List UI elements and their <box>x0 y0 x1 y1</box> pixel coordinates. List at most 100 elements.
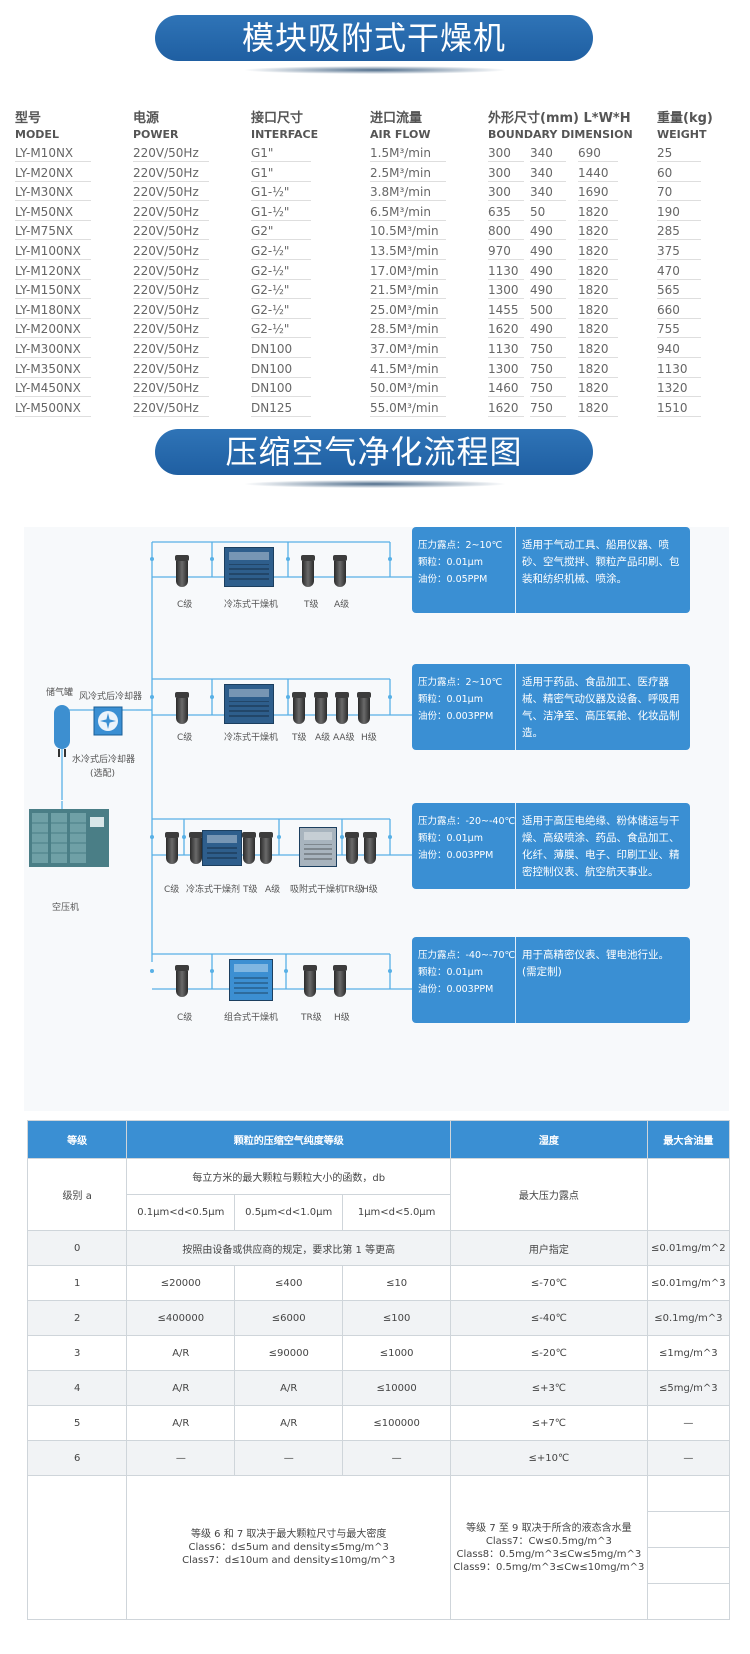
column-header-en: MODEL <box>15 128 59 141</box>
header-grade: 等级 <box>26 1120 128 1159</box>
table-cell: 490 <box>530 224 553 239</box>
table-cell: 800 <box>488 224 511 239</box>
table-cell: 70 <box>657 185 673 200</box>
table-cell: 1820 <box>578 341 609 356</box>
table-row: 6 — — — ≤+10℃ — <box>26 1440 731 1476</box>
cell-underline <box>657 180 701 182</box>
table-cell: LY-M350NX <box>15 361 81 376</box>
table-cell: 1820 <box>578 243 609 258</box>
range-2: 0.5μm<d<1.0μm <box>234 1194 344 1231</box>
table-cell: G1-½" <box>251 204 290 219</box>
particle-cell: ≤6000 <box>234 1300 344 1336</box>
table-cell: 1820 <box>578 322 609 337</box>
cell-underline <box>251 200 311 202</box>
particle-cell: ≤90000 <box>234 1335 344 1371</box>
table-cell: DN100 <box>251 381 293 396</box>
cell-underline <box>488 356 524 358</box>
particle-cell: A/R <box>126 1370 236 1406</box>
compressor-label: 空压机 <box>52 903 80 913</box>
note-line: 等级 6 和 7 取决于最大颗粒尺寸与最大密度 <box>190 1529 387 1540</box>
table-cell: 25 <box>657 146 673 160</box>
refrigerated-dryer-icon <box>224 684 274 724</box>
particle-cell: ≤10 <box>342 1265 452 1301</box>
cell-underline <box>578 396 618 398</box>
table-cell: 1460 <box>488 381 519 396</box>
table-cell: G2-½" <box>251 322 290 337</box>
table-cell: 1440 <box>578 165 609 180</box>
column-header-en: BOUNDARY DIMENSION <box>488 128 633 141</box>
oil-blank <box>646 1158 731 1231</box>
humidity-note: 等级 7 至 9 取决于所含的液态含水量 Class7：Cw≤0.5mg/m^3… <box>450 1475 648 1620</box>
filter-icon <box>333 965 347 999</box>
table-cell: LY-M120NX <box>15 263 81 278</box>
cell-underline <box>370 180 446 182</box>
spec-list: 压力露点：-20~-40℃ 颗粒：0.01μm 油份：0.003PPM <box>418 813 515 864</box>
application-text: 适用于高压电绝缘、粉体储运与干燥、高级喷涂、药品、食品加工、化纤、薄膜、电子、印… <box>522 815 680 878</box>
particle-cell: — <box>126 1440 236 1476</box>
spec-list: 压力露点：2~10℃ 颗粒：0.01μm 油份：0.05PPM <box>418 537 513 588</box>
cell-underline <box>370 298 446 300</box>
cell-underline <box>578 239 618 241</box>
table-cell: 940 <box>657 341 680 356</box>
table-cell: 1620 <box>488 322 519 337</box>
filter-icon <box>165 832 179 866</box>
cell-underline <box>370 278 446 280</box>
table-cell: 17.0M³/min <box>370 263 439 278</box>
divider <box>515 803 516 889</box>
filter-icon <box>189 832 203 866</box>
refrigerated-dryer-icon <box>202 830 242 866</box>
equipment-label: C级 <box>177 600 193 610</box>
cell-underline <box>133 180 209 182</box>
table-row: 0 按照由设备或供应商的规定，要求比第 1 等更高 用户指定 ≤0.01mg/m… <box>26 1230 731 1266</box>
table-cell: 13.5M³/min <box>370 243 439 258</box>
table-cell: 37.0M³/min <box>370 341 439 356</box>
table-cell: 220V/50Hz <box>133 165 199 180</box>
table-cell: LY-M100NX <box>15 243 81 258</box>
table-cell: LY-M150NX <box>15 283 81 298</box>
cell-underline <box>578 200 618 202</box>
table-cell: 660 <box>657 302 680 317</box>
column-header-zh: 接口尺寸 <box>251 111 304 126</box>
table-cell: LY-M30NX <box>15 185 74 200</box>
cell-underline <box>530 278 566 280</box>
spec-particle: 颗粒：0.01μm <box>418 833 483 844</box>
cell-underline <box>251 415 311 417</box>
particle-cell: A/R <box>126 1405 236 1441</box>
table-cell: 3.8M³/min <box>370 185 431 200</box>
cell-underline <box>133 200 209 202</box>
cell-underline <box>15 278 91 280</box>
table-cell: 1320 <box>657 381 688 396</box>
table-cell: 1300 <box>488 361 519 376</box>
table-cell: 2.5M³/min <box>370 165 431 180</box>
table-cell: LY-M200NX <box>15 322 81 337</box>
table-cell: 300 <box>488 185 511 200</box>
cell-underline <box>530 200 566 202</box>
cell-underline <box>251 337 311 339</box>
cell-underline <box>15 258 91 260</box>
spec-oil: 油份：0.003PPM <box>418 711 494 722</box>
combined-dryer-icon <box>229 959 273 1001</box>
cell-underline <box>370 161 446 162</box>
table-cell: 1300 <box>488 283 519 298</box>
dew-cell: ≤+10℃ <box>450 1440 648 1476</box>
column-header-zh: 进口流量 <box>370 111 423 126</box>
cell-underline <box>15 239 91 241</box>
cell-underline <box>530 258 566 260</box>
cell-underline <box>370 200 446 202</box>
cell-underline <box>15 415 91 417</box>
cell-underline <box>15 200 91 202</box>
column-header-en: POWER <box>133 128 179 141</box>
cell-underline <box>578 356 618 358</box>
spec-oil: 油份：0.003PPM <box>418 984 494 995</box>
table-cell: 500 <box>530 302 553 317</box>
level-cell: 6 <box>26 1440 128 1476</box>
table-row: 3 A/R ≤90000 ≤1000 ≤-20℃ ≤1mg/m^3 <box>26 1335 731 1371</box>
cell-underline <box>15 376 91 378</box>
note-line: Class6：d≤5um and density≤5mg/m^3 <box>188 1542 389 1553</box>
level-cell: 4 <box>26 1370 128 1406</box>
filter-icon <box>314 692 328 726</box>
